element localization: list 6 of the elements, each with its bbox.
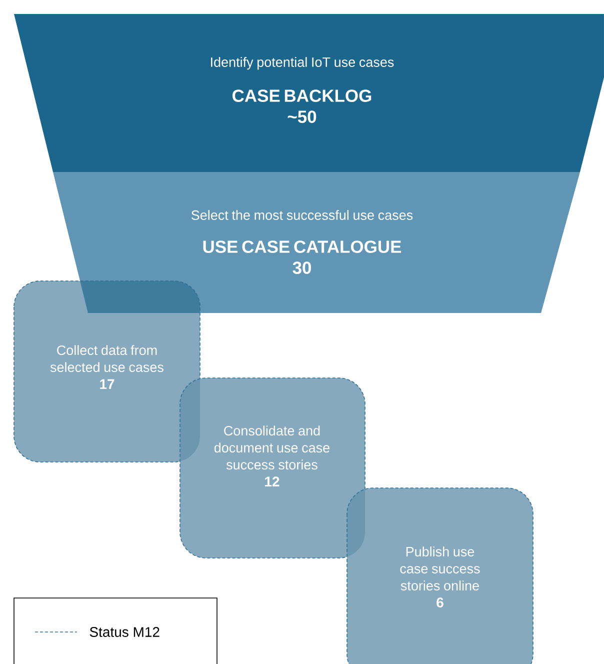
funnel-band: Select the most successful use cases USE CASE CATALOGUE 30 [53,172,580,313]
legend-label: Status M12 [90,627,160,637]
process-box: Collect data from selected use cases 17 [14,280,200,462]
process-box: Consolidate and document use case success stories 12 [180,378,366,558]
funnel-band: Identify potential IoT use cases CASE BACKLOG ~50 [14,14,604,172]
process-box: Publish use case success stories online 6 [346,488,534,664]
